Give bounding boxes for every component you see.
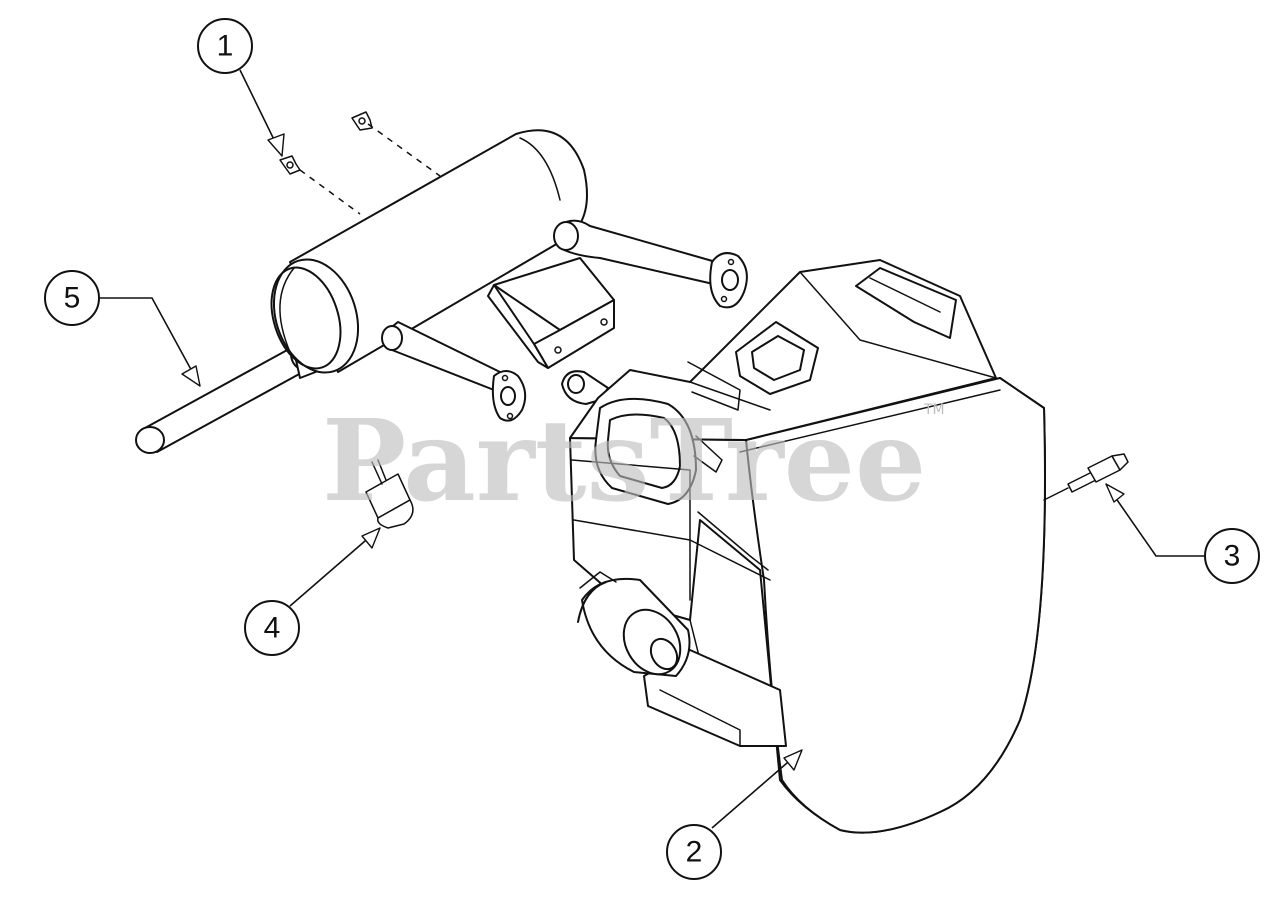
muffler-assembly[interactable] <box>135 129 748 454</box>
muffler-bolt-1[interactable] <box>351 111 373 131</box>
engine[interactable] <box>569 259 1046 834</box>
engine-plug[interactable] <box>365 459 414 529</box>
bolt-guide-line-1 <box>367 123 441 177</box>
oil-pressure-switch[interactable] <box>1043 453 1129 501</box>
callout-1[interactable]: 1 <box>197 18 285 157</box>
muffler-bolt-2[interactable] <box>279 155 301 175</box>
callout-5[interactable]: 5 <box>44 270 201 387</box>
watermark-text: PartsTree <box>322 396 926 527</box>
callout-2[interactable]: 2 <box>666 749 803 880</box>
callout-4[interactable]: 4 <box>244 527 381 656</box>
callout-5-label: 5 <box>64 282 81 315</box>
callout-3-label: 3 <box>1224 540 1241 573</box>
exhaust-gasket[interactable] <box>561 370 609 405</box>
bolt-guide-line-2 <box>299 169 361 215</box>
callout-3[interactable]: 3 <box>1105 483 1260 584</box>
watermark-trademark: TM <box>923 402 945 418</box>
callout-1-label: 1 <box>217 30 234 63</box>
callout-4-label: 4 <box>264 612 281 645</box>
callout-2-label: 2 <box>686 836 703 869</box>
